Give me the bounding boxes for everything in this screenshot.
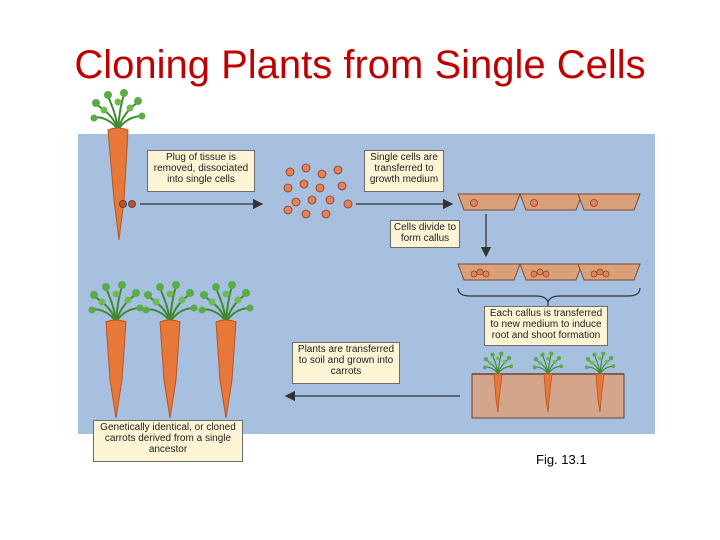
step-callus-label: Each callus is transferred to new medium… bbox=[484, 306, 608, 346]
callus-dishes bbox=[457, 263, 641, 281]
step-single-cells-label: Single cells are transferred to growth m… bbox=[364, 150, 444, 192]
source-carrot bbox=[89, 88, 147, 241]
soil-plantlets bbox=[471, 350, 625, 419]
callus-brace bbox=[457, 287, 641, 304]
step-soil-label: Plants are transferred to soil and grown… bbox=[292, 342, 400, 384]
dissociated-cells bbox=[283, 163, 353, 219]
figure-caption: Fig. 13.1 bbox=[536, 452, 587, 467]
cloned-carrots bbox=[87, 280, 255, 419]
growth-medium-dishes bbox=[457, 193, 641, 211]
result-identical-label: Genetically identical, or cloned carrots… bbox=[93, 420, 243, 462]
slide-title: Cloning Plants from Single Cells bbox=[74, 43, 646, 87]
step-divide-label: Cells divide to form callus bbox=[390, 220, 460, 248]
step-plug-label: Plug of tissue is removed, dissociated i… bbox=[147, 150, 255, 192]
